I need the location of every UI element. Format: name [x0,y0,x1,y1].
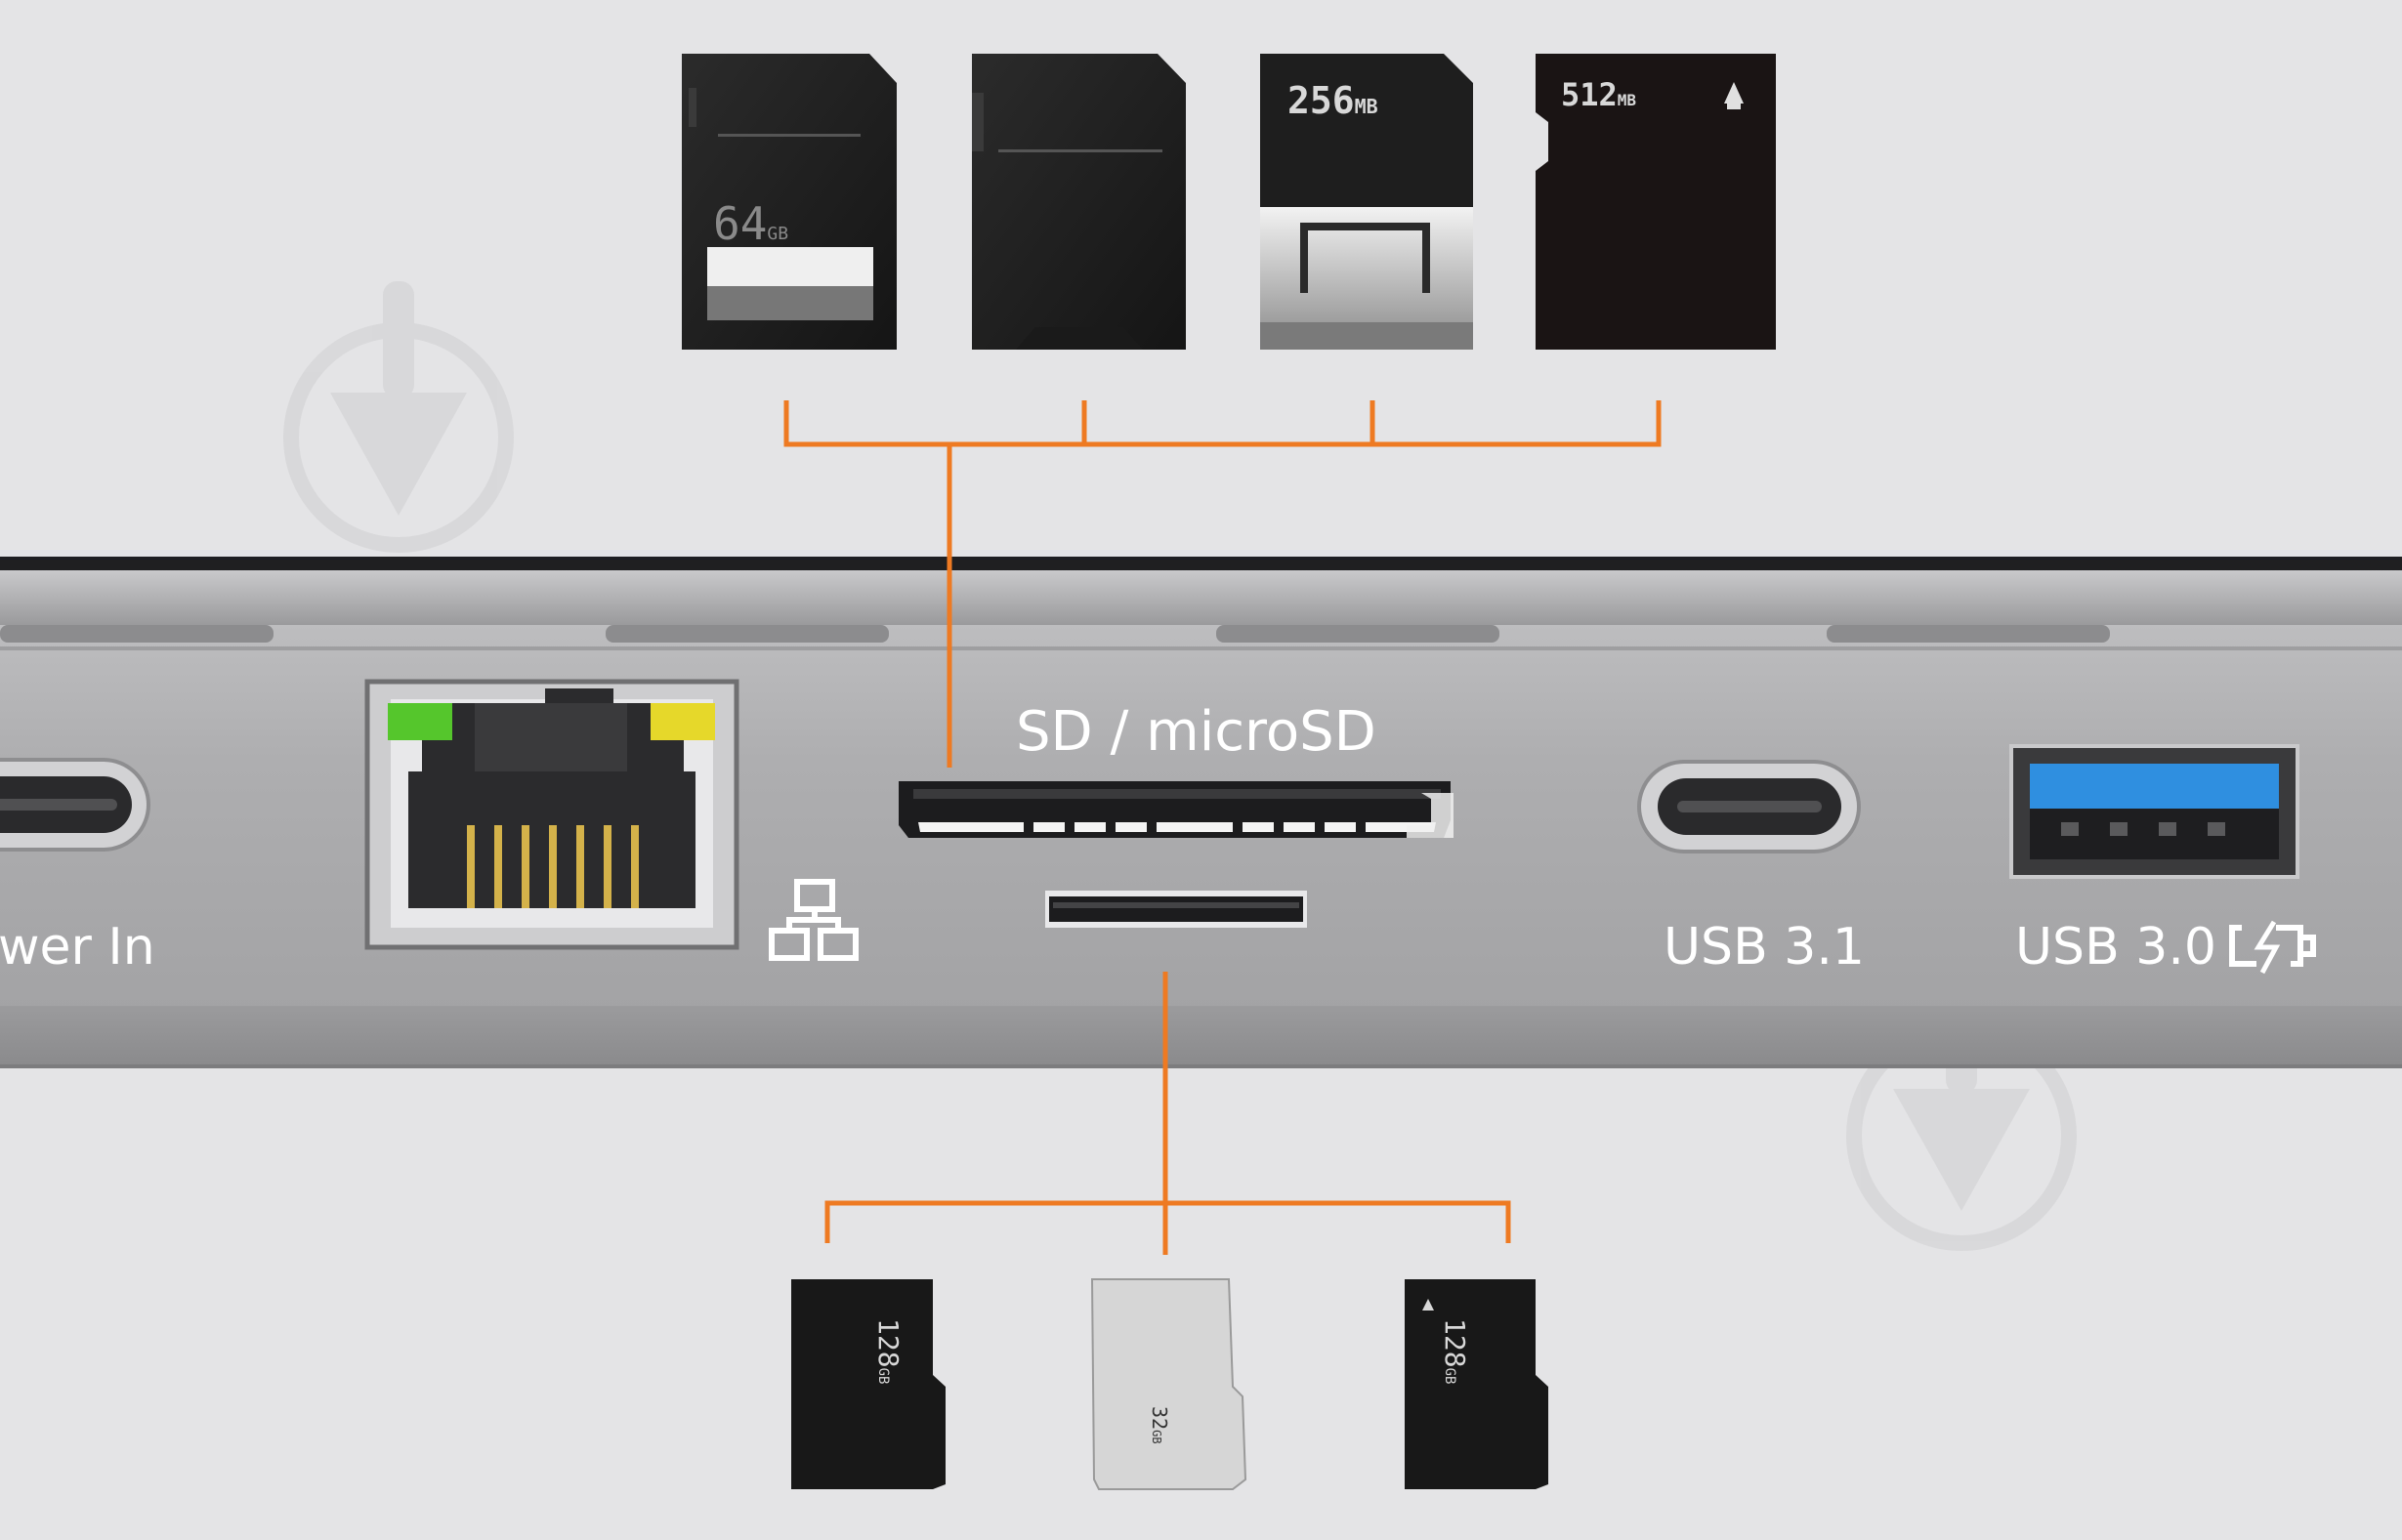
microsd-card: 32GB [1090,1278,1247,1490]
card-capacity: 256 [1287,79,1355,122]
card-unit: GB [1150,1430,1163,1443]
card-reader-label: SD / microSD [1016,700,1376,764]
card-unit: MB [1618,91,1637,109]
connector-lines [783,400,1662,1255]
download-watermark-icon [283,281,514,553]
power-in-label: wer In [0,918,155,977]
ethernet-led-activity [651,703,715,740]
usb-3-1-port [1637,760,1861,853]
microsd-card: 128GB [1405,1279,1548,1489]
sd-card: 64GB [682,54,897,350]
microsd-card-slot [1045,891,1307,928]
card-unit: GB [767,224,788,244]
charging-icon [2229,920,2316,975]
sd-card: 512MB [1536,54,1776,350]
card-capacity: 64 [713,197,767,250]
card-capacity: 512 [1561,76,1618,113]
svg-text:128GB: 128GB [872,1318,905,1384]
usb-3-1-label: USB 3.1 [1664,918,1865,977]
sd-card-slot [899,781,1454,838]
svg-text:32GB: 32GB [1148,1406,1171,1444]
usb-3-0-label: USB 3.0 [2015,918,2216,977]
ethernet-led-link [388,703,452,740]
card-unit: MB [1355,95,1378,118]
card-capacity: 32 [1148,1406,1171,1430]
power-in-port [0,758,150,852]
card-unit: GB [875,1368,891,1385]
microsd-card: 128GB [791,1279,946,1489]
svg-text:256MB: 256MB [1287,79,1378,122]
svg-text:128GB: 128GB [1439,1318,1471,1384]
sd-card [972,54,1186,350]
card-capacity: 128 [1439,1318,1471,1368]
sd-card: 256MB [1260,54,1473,350]
network-icon [769,879,859,961]
svg-text:64GB: 64GB [713,197,788,250]
card-unit: GB [1442,1368,1457,1385]
svg-text:512MB: 512MB [1561,76,1636,113]
ethernet-port [364,679,739,950]
usb-3-0-port [2009,744,2299,879]
card-capacity: 128 [872,1318,905,1368]
